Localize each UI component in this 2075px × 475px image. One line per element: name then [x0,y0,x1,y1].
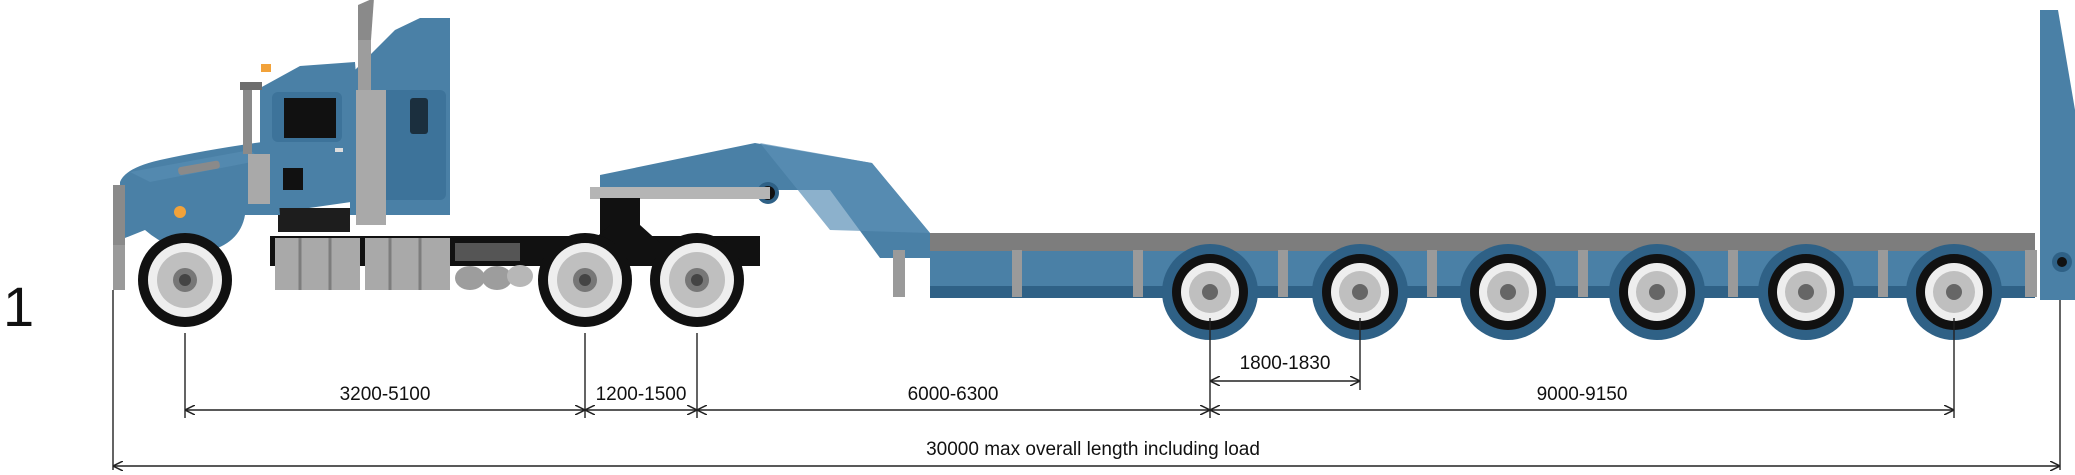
trailer-wheel [1758,244,1854,340]
wheels [138,233,2002,340]
trailer-wheel [1162,244,1258,340]
wheel [538,233,632,327]
row-number: 1 [3,275,34,338]
label-axle-group: 9000-9150 [1537,384,1628,405]
trailer-wheel [1906,244,2002,340]
trailer-deck [930,233,2035,251]
wheel [138,233,232,327]
trailer-wheel [1460,244,1556,340]
fuel-tank [275,238,360,290]
label-axle-spacing: 1800-1830 [1240,353,1331,374]
trailer-wheel [1312,244,1408,340]
rear-ramp [2040,10,2075,300]
label-tandem-spread: 1200-1500 [596,384,687,405]
trailer-wheel [1609,244,1705,340]
wheel [650,233,744,327]
label-kingpin-to-axles: 6000-6300 [908,384,999,405]
label-tractor-wheelbase: 3200-5100 [340,384,431,405]
label-overall: 30000 max overall length including load [926,439,1260,460]
dimension-lines: 3200-5100 1200-1500 6000-6300 1800-1830 … [112,290,2061,470]
